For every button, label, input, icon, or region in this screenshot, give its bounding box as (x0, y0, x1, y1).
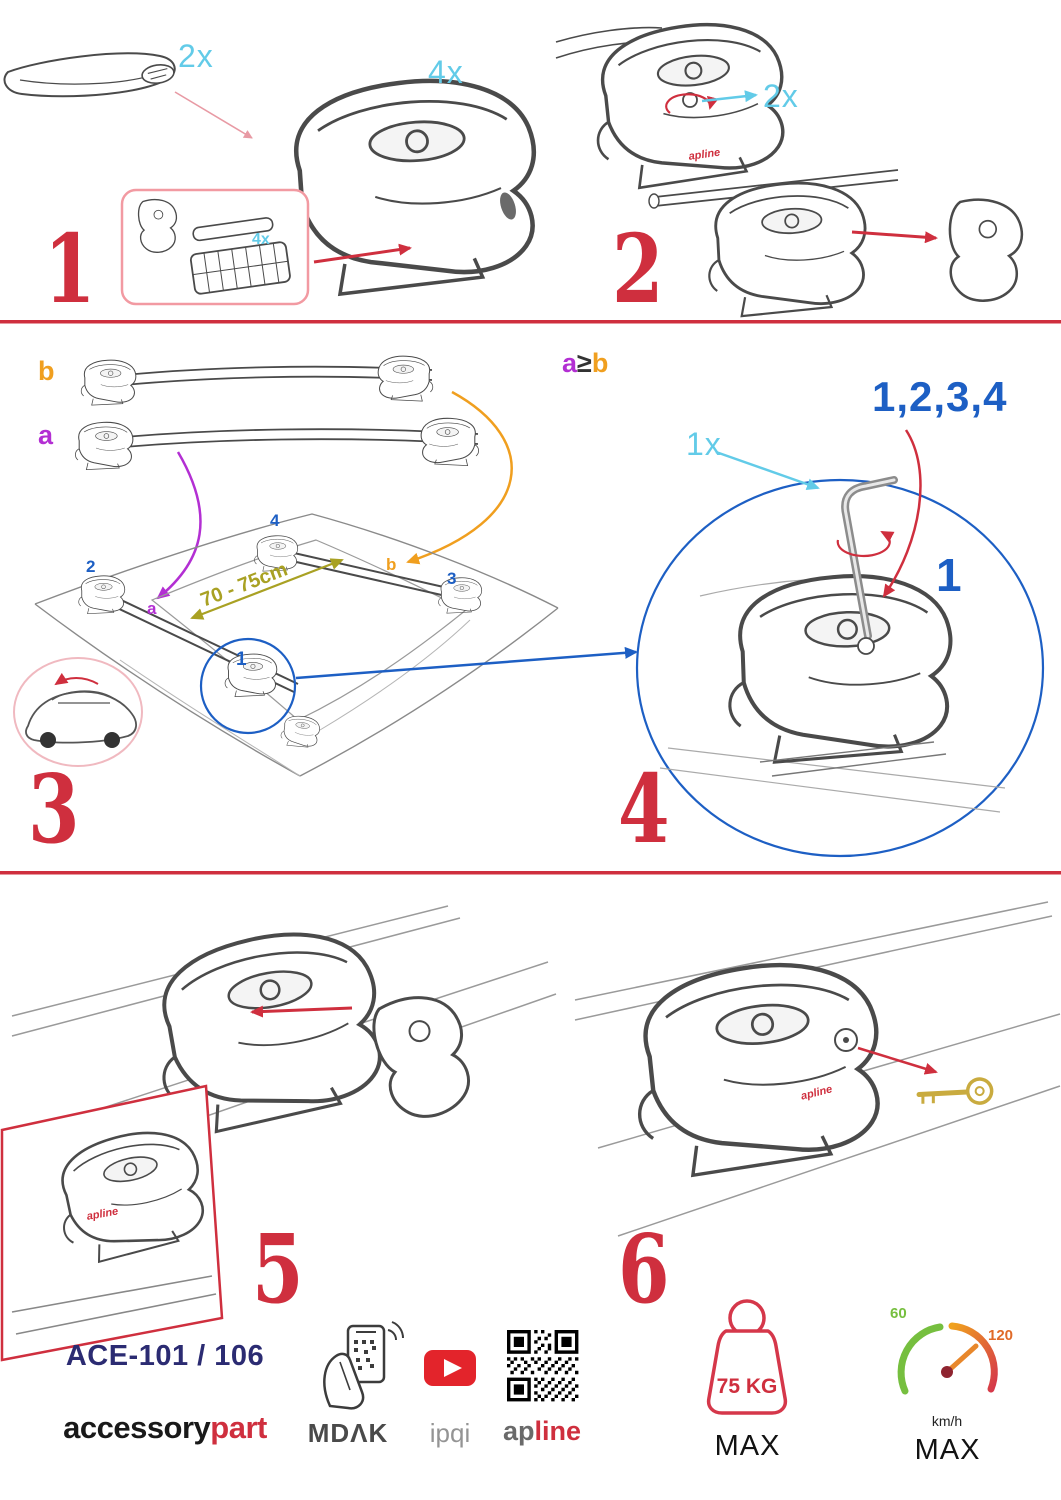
step4-illustration (635, 429, 1045, 858)
speed-limit-icon (897, 1322, 998, 1395)
size-rule-label: a≥b (562, 350, 608, 377)
brand-wordmark: accessorypart (62, 1412, 268, 1443)
key-insert-arrow (857, 1046, 938, 1075)
roof-clamp-2 (78, 575, 126, 615)
step5-illustration (0, 905, 557, 1362)
weight-limit-value: 75 KG (716, 1375, 778, 1398)
qty-pointer-arrow (701, 90, 758, 103)
car-inset (13, 657, 143, 767)
roof-bar-b-label: b (386, 555, 397, 574)
brand-part: part (210, 1410, 267, 1445)
foot-clamp-art (278, 73, 543, 297)
speed-max-label: MAX (914, 1434, 981, 1466)
bar-b-position-arrow (406, 390, 513, 565)
section-divider-top (0, 320, 1061, 324)
speed-unit-label: km/h (931, 1413, 963, 1429)
step2-number: 2 (612, 214, 664, 325)
tighten-sequence-label: 1,2,3,4 (872, 373, 1008, 420)
clamp-body-art (703, 178, 871, 320)
sequence-arrow (882, 429, 922, 598)
bar-a-right-foot (420, 417, 480, 467)
step5-number: 5 (252, 1214, 304, 1325)
roof-position-4: 4 (270, 511, 280, 530)
clamp-jaw-art (943, 196, 1026, 305)
weight-limit-icon (706, 1299, 788, 1415)
pad-socket-art (137, 198, 178, 253)
youtube-icon (424, 1350, 476, 1386)
tighten-rotation-arrow (836, 531, 895, 558)
clamp-lock-art (625, 955, 889, 1180)
rule-b: b (591, 348, 609, 378)
weight-max-label: MAX (714, 1430, 781, 1462)
roof-clamp-3 (438, 577, 483, 614)
span-measure-arrow (190, 558, 344, 620)
apline-line: line (534, 1416, 582, 1446)
model-number: ACE-101 / 106 (65, 1340, 265, 1372)
roof-position-3: 3 (447, 569, 457, 588)
slide-jaw-arrow (851, 230, 938, 244)
speed-high-tick: 120 (988, 1327, 1014, 1344)
step3-illustration (13, 355, 638, 777)
first-position-label: 1 (936, 549, 962, 601)
jaw-insert-art (366, 987, 479, 1126)
bar-a-label: a (38, 420, 54, 450)
tool-qty-label: 1x (686, 426, 722, 462)
bar-b-left-foot (80, 359, 137, 406)
pad-qty-label: 4x (252, 231, 270, 248)
phone-scan-icon (323, 1321, 405, 1410)
step6-illustration (574, 901, 1061, 1237)
tool-qty-arrow (715, 450, 820, 490)
key-art (916, 1077, 994, 1105)
detail-callout-circle (199, 637, 297, 735)
partner-mdak: MDΛK (307, 1418, 389, 1448)
roof-clamp-1 (224, 653, 278, 698)
roof-bar-a-label: a (147, 599, 157, 618)
apline-ap: ap (502, 1416, 535, 1446)
step1-illustration (3, 52, 543, 306)
roof-position-2: 2 (86, 557, 96, 576)
rotate-bolt-arrow (665, 93, 719, 114)
step6-number: 6 (618, 1214, 670, 1325)
foot-qty-label: 4x (428, 54, 464, 90)
partner-ipqi: ipqi (429, 1418, 471, 1448)
insert-direction-arrow (250, 1005, 353, 1018)
crossbar-qty-label: 2x (178, 38, 214, 74)
step2-illustration (555, 14, 1026, 320)
bar-a-left-foot (74, 421, 134, 471)
rule-a: a (562, 348, 578, 378)
clamp-qty-label: 2x (763, 78, 799, 114)
speed-low-tick: 60 (890, 1305, 907, 1322)
bar-b-right-foot (377, 355, 434, 402)
bar-a-position-arrow (156, 451, 202, 600)
partner-apline: apline (492, 1418, 592, 1445)
brand-accessory: accessory (63, 1410, 211, 1445)
bar-b-label: b (38, 356, 55, 386)
step3-number: 3 (28, 754, 80, 865)
rubber-pad-art (189, 217, 291, 295)
roof-clamp-extra (279, 713, 322, 750)
apline-logo-patch (500, 192, 516, 220)
step1-number: 1 (44, 214, 96, 325)
rule-operator: ≥ (577, 348, 592, 378)
qr-code (507, 1330, 579, 1402)
detail-callout-arrow (295, 646, 638, 680)
roof-position-1: 1 (236, 649, 247, 670)
section-divider-bottom (0, 871, 1061, 875)
step4-number: 4 (618, 754, 670, 865)
